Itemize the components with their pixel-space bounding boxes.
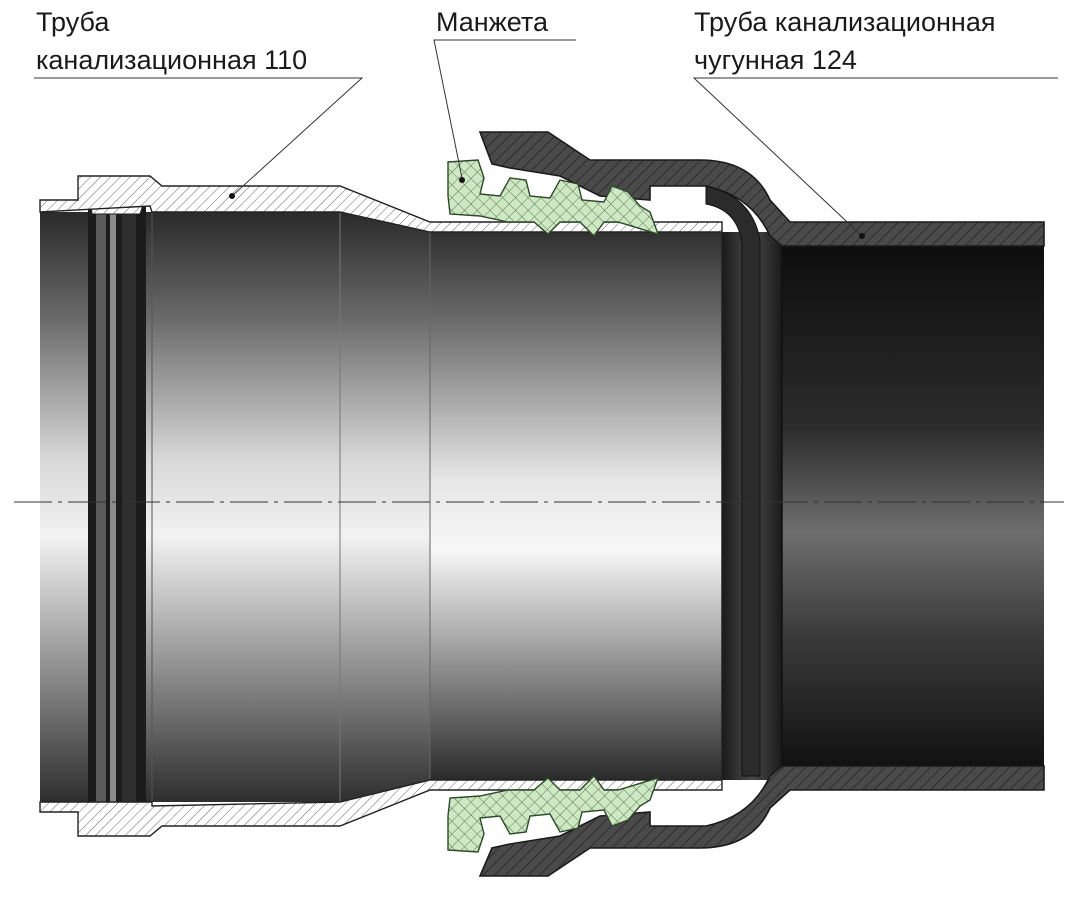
right-pipe-label-line1: Труба канализационная [694, 7, 996, 37]
socket-seal-ring [88, 187, 147, 827]
right-pipe-leader [692, 77, 1058, 237]
plastic-pipe-wall-top [39, 175, 723, 233]
cast-iron-wall-top [478, 131, 1045, 777]
right-pipe-label-line2: чугунная 124 [694, 45, 857, 75]
left-pipe-label-line1: Труба [36, 7, 110, 37]
leader-dots [229, 177, 865, 239]
rubber-cuff-top [447, 159, 660, 238]
cuff-leader [433, 39, 576, 179]
pipe-interior [40, 212, 1044, 802]
left-pipe-dot [229, 193, 235, 199]
cuff-label: Манжета [436, 7, 548, 37]
cuff-dot [459, 177, 465, 183]
right-pipe-dot [859, 233, 865, 239]
cast-iron-wall-bottom [478, 765, 1045, 877]
left-pipe-label-line2: канализационная 110 [36, 45, 308, 75]
rubber-cuff-bottom [447, 774, 660, 853]
callout-leaders [34, 39, 1058, 237]
plastic-pipe-wall-bottom [39, 779, 723, 837]
left-pipe-leader [34, 77, 364, 197]
